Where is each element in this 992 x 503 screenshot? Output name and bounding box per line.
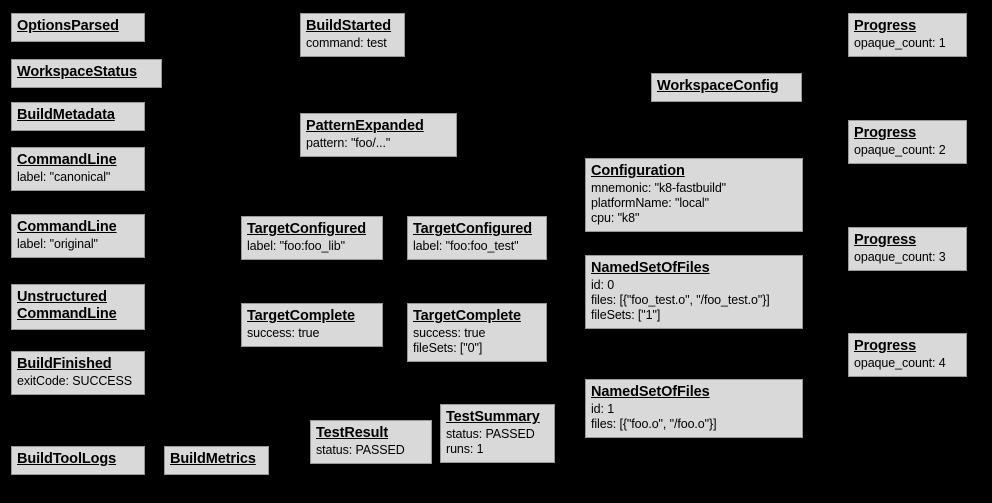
- node-fields: mnemonic: "k8-fastbuild"platformName: "l…: [591, 181, 797, 226]
- node-field: opaque_count: 3: [854, 250, 946, 264]
- node-title: Progress: [854, 18, 917, 34]
- node-title: Configuration: [591, 163, 685, 179]
- node-field: label: "foo:foo_test": [413, 239, 519, 253]
- node-title: Progress: [854, 232, 917, 248]
- node-fields: label: "original": [17, 237, 139, 252]
- node-field: label: "original": [17, 237, 98, 251]
- node-configuration[interactable]: Configuration mnemonic: "k8-fastbuild"pla…: [585, 158, 803, 232]
- node-fields: status: PASSED: [316, 443, 426, 458]
- node-title: BuildStarted: [306, 18, 392, 34]
- node-fields: opaque_count: 2: [854, 143, 961, 158]
- node-title: BuildMetrics: [170, 451, 256, 467]
- node-unstructured-command-line[interactable]: Unstructured CommandLine: [11, 284, 145, 330]
- node-title: TargetConfigured: [247, 221, 366, 237]
- node-target-configured-foo-test[interactable]: TargetConfigured label: "foo:foo_test": [407, 216, 547, 260]
- node-field: cpu: "k8": [591, 211, 640, 225]
- node-workspace-config[interactable]: WorkspaceConfig: [651, 73, 802, 102]
- node-target-complete-foo-lib[interactable]: TargetComplete success: true: [241, 303, 383, 347]
- node-fields: opaque_count: 4: [854, 356, 961, 371]
- node-workspace-status[interactable]: WorkspaceStatus: [11, 59, 162, 88]
- node-field: id: 0: [591, 278, 615, 292]
- node-title: BuildFinished: [17, 356, 112, 372]
- node-field: opaque_count: 2: [854, 143, 946, 157]
- node-title: PatternExpanded: [306, 118, 424, 134]
- node-test-result[interactable]: TestResult status: PASSED: [310, 420, 432, 464]
- node-field: status: PASSED: [446, 427, 535, 441]
- node-field: files: [{"foo.o", "/foo.o"}]: [591, 417, 717, 431]
- node-field: runs: 1: [446, 442, 484, 456]
- node-title: Progress: [854, 338, 917, 354]
- node-progress-3[interactable]: Progress opaque_count: 3: [848, 227, 967, 271]
- node-field: label: "canonical": [17, 170, 111, 184]
- node-field: status: PASSED: [316, 443, 405, 457]
- node-title: BuildMetadata: [17, 107, 115, 123]
- node-title: Unstructured CommandLine: [17, 289, 117, 322]
- node-options-parsed[interactable]: OptionsParsed: [11, 13, 145, 42]
- node-fields: label: "foo:foo_lib": [247, 239, 377, 254]
- node-title: TargetConfigured: [413, 221, 532, 237]
- node-field: fileSets: ["0"]: [413, 341, 483, 355]
- node-field: command: test: [306, 36, 387, 50]
- node-build-started[interactable]: BuildStarted command: test: [300, 13, 405, 57]
- node-build-finished[interactable]: BuildFinished exitCode: SUCCESS: [11, 351, 145, 395]
- node-title: TargetComplete: [413, 308, 521, 324]
- node-title: Progress: [854, 125, 917, 141]
- node-field: mnemonic: "k8-fastbuild": [591, 181, 727, 195]
- node-fields: opaque_count: 3: [854, 250, 961, 265]
- node-field: exitCode: SUCCESS: [17, 374, 133, 388]
- node-pattern-expanded[interactable]: PatternExpanded pattern: "foo/...": [300, 113, 457, 157]
- node-progress-2[interactable]: Progress opaque_count: 2: [848, 120, 967, 164]
- node-fields: opaque_count: 1: [854, 36, 961, 51]
- node-target-configured-foo-lib[interactable]: TargetConfigured label: "foo:foo_lib": [241, 216, 383, 260]
- node-title: WorkspaceStatus: [17, 64, 137, 80]
- node-title: OptionsParsed: [17, 18, 119, 34]
- node-title: NamedSetOfFiles: [591, 384, 710, 400]
- node-field: fileSets: ["1"]: [591, 308, 661, 322]
- node-field: files: [{"foo_test.o", "/foo_test.o"}]: [591, 293, 770, 307]
- node-fields: label: "foo:foo_test": [413, 239, 541, 254]
- node-title: WorkspaceConfig: [657, 78, 779, 94]
- node-field: opaque_count: 1: [854, 36, 946, 50]
- node-title: TargetComplete: [247, 308, 355, 324]
- node-field: opaque_count: 4: [854, 356, 946, 370]
- node-field: platformName: "local": [591, 196, 709, 210]
- node-title: CommandLine: [17, 219, 117, 235]
- node-build-tool-logs[interactable]: BuildToolLogs: [11, 446, 145, 475]
- node-progress-4[interactable]: Progress opaque_count: 4: [848, 333, 967, 377]
- node-title: NamedSetOfFiles: [591, 260, 710, 276]
- node-fields: label: "canonical": [17, 170, 139, 185]
- node-field: label: "foo:foo_lib": [247, 239, 345, 253]
- node-command-line-canonical[interactable]: CommandLine label: "canonical": [11, 147, 145, 191]
- node-fields: exitCode: SUCCESS: [17, 374, 139, 389]
- node-title: CommandLine: [17, 152, 117, 168]
- node-fields: pattern: "foo/...": [306, 136, 451, 151]
- node-field: id: 1: [591, 402, 615, 416]
- node-field: success: true: [413, 326, 486, 340]
- node-fields: success: true: [247, 326, 377, 341]
- node-build-metrics[interactable]: BuildMetrics: [164, 446, 269, 475]
- node-title: BuildToolLogs: [17, 451, 117, 467]
- node-fields: command: test: [306, 36, 399, 51]
- node-field: pattern: "foo/...": [306, 136, 391, 150]
- node-title: TestResult: [316, 425, 389, 441]
- node-field: success: true: [247, 326, 320, 340]
- node-build-metadata[interactable]: BuildMetadata: [11, 102, 145, 131]
- node-progress-1[interactable]: Progress opaque_count: 1: [848, 13, 967, 57]
- node-command-line-original[interactable]: CommandLine label: "original": [11, 214, 145, 258]
- node-title: TestSummary: [446, 409, 540, 425]
